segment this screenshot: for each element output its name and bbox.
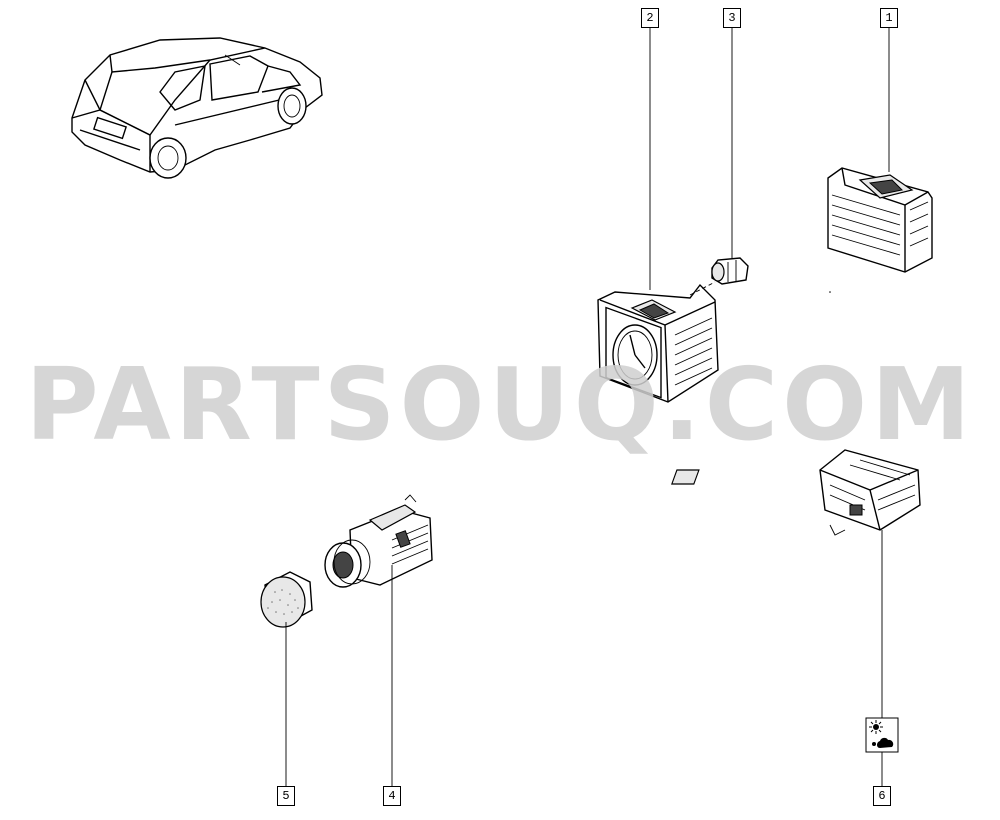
- sun-cloud-icon: [865, 717, 899, 753]
- callout-6[interactable]: 6: [873, 786, 891, 806]
- callout-1[interactable]: 1: [880, 8, 898, 28]
- cigar-lighter-illustration: [324, 494, 433, 588]
- callout-5[interactable]: 5: [277, 786, 295, 806]
- clock-assembly-illustration: [597, 281, 719, 403]
- callout-2[interactable]: 2: [641, 8, 659, 28]
- callout-3[interactable]: 3: [723, 8, 741, 28]
- blanking-cap-illustration: [260, 571, 313, 628]
- bulb-illustration: [711, 257, 749, 285]
- car-illustration: [71, 37, 323, 179]
- leader-lines: [285, 26, 890, 788]
- callout-4[interactable]: 4: [383, 786, 401, 806]
- switch-assembly-illustration: [827, 167, 933, 273]
- control-unit-illustration: [671, 449, 921, 536]
